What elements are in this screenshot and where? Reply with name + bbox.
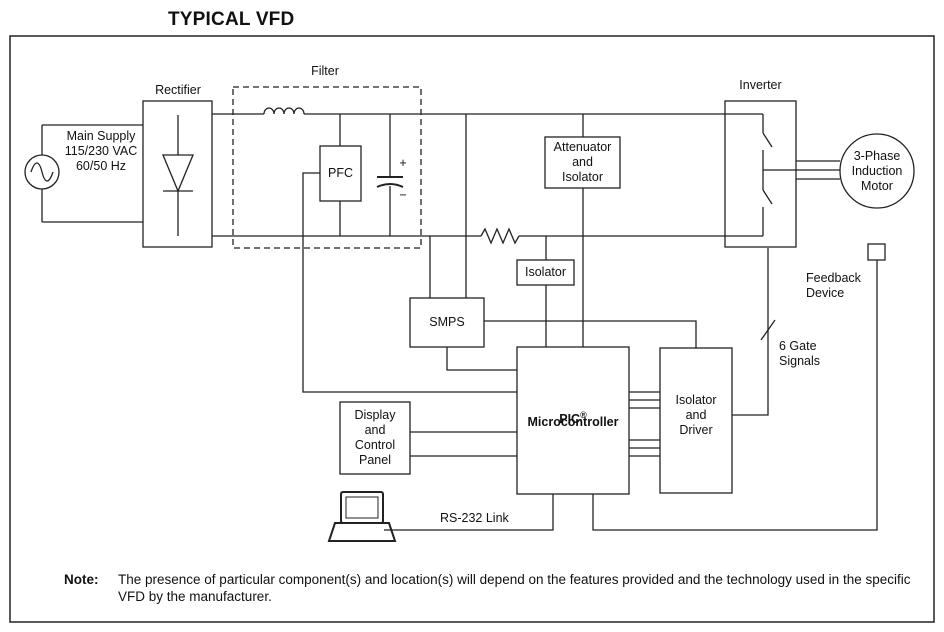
gate-signal-slash bbox=[760, 319, 776, 341]
display-panel-block bbox=[339, 401, 411, 475]
pic-label: PIC® bbox=[517, 393, 629, 427]
motor-label: 3-Phase Induction Motor bbox=[851, 149, 903, 193]
attenuator-label: Attenuator and Isolator bbox=[553, 140, 612, 184]
capacitor-plus-label: + bbox=[399, 156, 407, 170]
feedback-device-block bbox=[867, 243, 886, 261]
outer-frame bbox=[9, 35, 935, 623]
isolator-driver-label: Isolator and Driver bbox=[675, 393, 717, 437]
display-panel-label: Display and Control Panel bbox=[354, 408, 396, 467]
capacitor-minus-label: − bbox=[399, 188, 407, 202]
motor-symbol bbox=[839, 133, 915, 209]
microcontroller-block bbox=[516, 346, 630, 495]
microcontroller-label: Microcontroller bbox=[527, 415, 619, 429]
sine-wave-icon bbox=[30, 162, 54, 182]
diode-icon bbox=[162, 154, 194, 193]
resistor-icon bbox=[480, 227, 520, 245]
note-label: Note: bbox=[64, 572, 99, 587]
filter-label: Filter bbox=[311, 64, 339, 78]
pic-text: PIC bbox=[559, 412, 581, 427]
main-supply-label: Main Supply 115/230 VAC 60/50 Hz bbox=[64, 129, 138, 173]
note-text: The presence of particular component(s) … bbox=[118, 572, 911, 604]
isolator-label: Isolator bbox=[525, 265, 566, 279]
diagram-title: TYPICAL VFD bbox=[168, 9, 295, 30]
inverter-label: Inverter bbox=[739, 78, 782, 92]
inverter-block bbox=[724, 100, 797, 248]
rs232-label: RS-232 Link bbox=[440, 511, 509, 525]
pic-registered-mark: ® bbox=[580, 410, 587, 420]
inverter-switch-icon bbox=[762, 132, 773, 148]
smps-label: SMPS bbox=[429, 315, 465, 329]
gate-signals-label: 6 Gate Signals bbox=[779, 339, 820, 368]
inductor-icon bbox=[263, 107, 305, 115]
feedback-label: Feedback Device bbox=[806, 271, 861, 300]
pfc-label: PFC bbox=[328, 166, 353, 180]
rectifier-label: Rectifier bbox=[155, 83, 201, 97]
isolator-driver-block bbox=[659, 347, 733, 494]
filter-box bbox=[232, 86, 422, 249]
rectifier-block bbox=[142, 100, 213, 248]
